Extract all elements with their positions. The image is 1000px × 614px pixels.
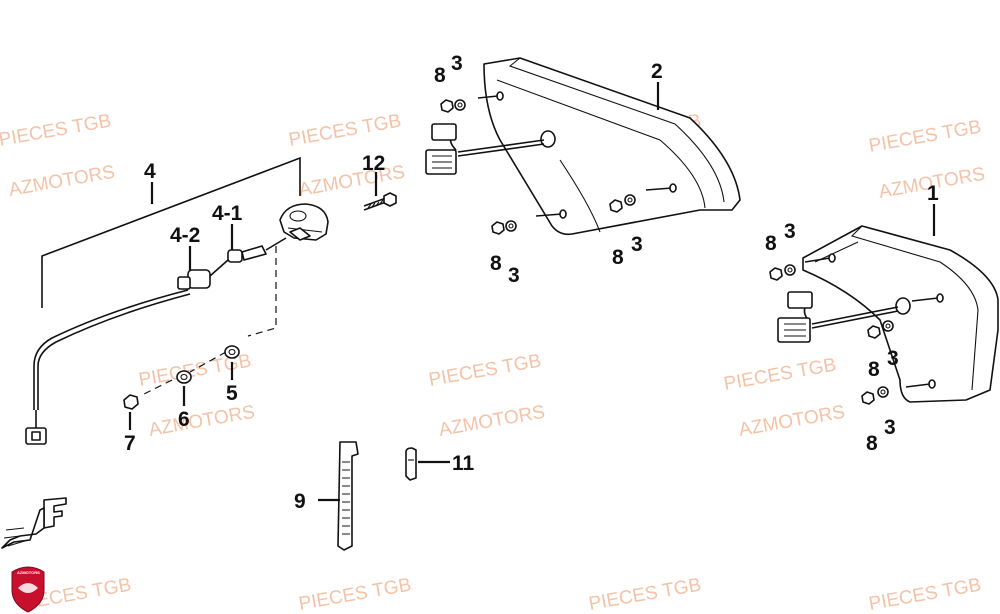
callout-1: 1 (927, 182, 939, 205)
nut-icon (123, 394, 139, 410)
watermark-dealer: AZMOTORS (7, 162, 116, 201)
watermark-brand: PIECES TGB (867, 575, 983, 614)
leader-lines (128, 82, 936, 502)
callout-3: 3 (884, 416, 896, 439)
watermark-dealer: AZMOTORS (147, 402, 256, 441)
nut-icon (440, 99, 454, 113)
watermark-brand: PIECES TGB (0, 111, 113, 151)
callout-8: 8 (490, 252, 502, 275)
nut-icon (861, 391, 875, 405)
watermark-brand: PIECES TGB (287, 111, 403, 151)
callout-8: 8 (765, 232, 777, 255)
shield-logo-icon: AZMOTORS (11, 566, 45, 613)
watermark-brand: PIECES TGB (427, 351, 543, 391)
part-1-tail-lamp-right (769, 225, 999, 405)
callout-4-2: 4-2 (170, 224, 200, 247)
watermark-brand: PIECES TGB (587, 575, 703, 614)
callout-8: 8 (868, 358, 880, 381)
callout-3: 3 (784, 220, 796, 243)
callout-3: 3 (451, 52, 463, 75)
part-9-cable-tie (337, 441, 359, 551)
callout-6: 6 (178, 408, 190, 431)
nut-icon (769, 267, 783, 281)
nut-icon (609, 199, 623, 213)
watermark-brand: PIECES TGB (722, 355, 838, 395)
callout-8: 8 (866, 432, 878, 455)
nut-icon (867, 325, 881, 339)
front-arrow-icon (1, 497, 67, 549)
callout-3: 3 (508, 264, 520, 287)
callout-4-1: 4-1 (212, 202, 243, 225)
callout-11: 11 (452, 452, 475, 475)
nut-icon (491, 221, 505, 235)
watermark-brand: PIECES TGB (297, 575, 413, 614)
callout-5: 5 (226, 382, 238, 405)
callout-8: 8 (434, 64, 446, 87)
watermark-dealer: AZMOTORS (737, 402, 846, 441)
watermark-brand: PIECES TGB (867, 117, 983, 157)
callout-2: 2 (651, 60, 663, 83)
callout-3: 3 (631, 233, 643, 256)
part-4-license-light (25, 156, 397, 445)
logo-text: AZMOTORS (17, 570, 40, 575)
part-2-tail-lamp-upper (425, 57, 741, 236)
callout-9: 9 (294, 490, 306, 513)
callout-4: 4 (144, 160, 156, 183)
part-11-clip (405, 447, 417, 481)
watermark-dealer: AZMOTORS (437, 402, 546, 441)
watermark-layer: PIECES TGB AZMOTORS PIECES TGB AZMOTORS … (0, 111, 987, 614)
callout-3: 3 (887, 347, 899, 370)
callout-7: 7 (124, 432, 136, 455)
callout-layer: 2 1 4 4-1 4-2 12 5 6 7 9 11 8 3 8 3 8 3 … (124, 52, 939, 513)
callout-8: 8 (612, 246, 624, 269)
callout-12: 12 (362, 152, 385, 175)
